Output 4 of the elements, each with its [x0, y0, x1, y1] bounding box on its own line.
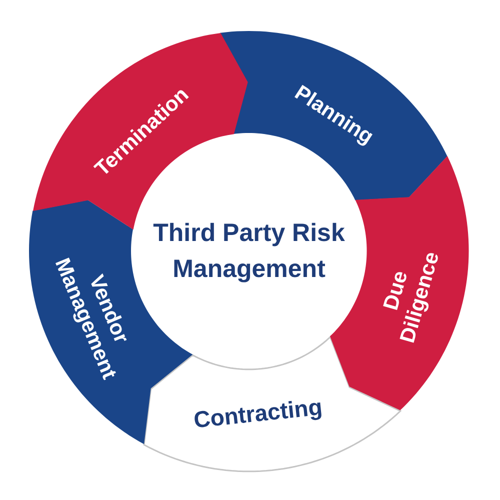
center-label: Third Party Risk Management	[152, 218, 346, 285]
ring-segment	[220, 31, 448, 200]
ring-segment	[144, 336, 400, 471]
segment-label: Contracting	[192, 393, 324, 434]
